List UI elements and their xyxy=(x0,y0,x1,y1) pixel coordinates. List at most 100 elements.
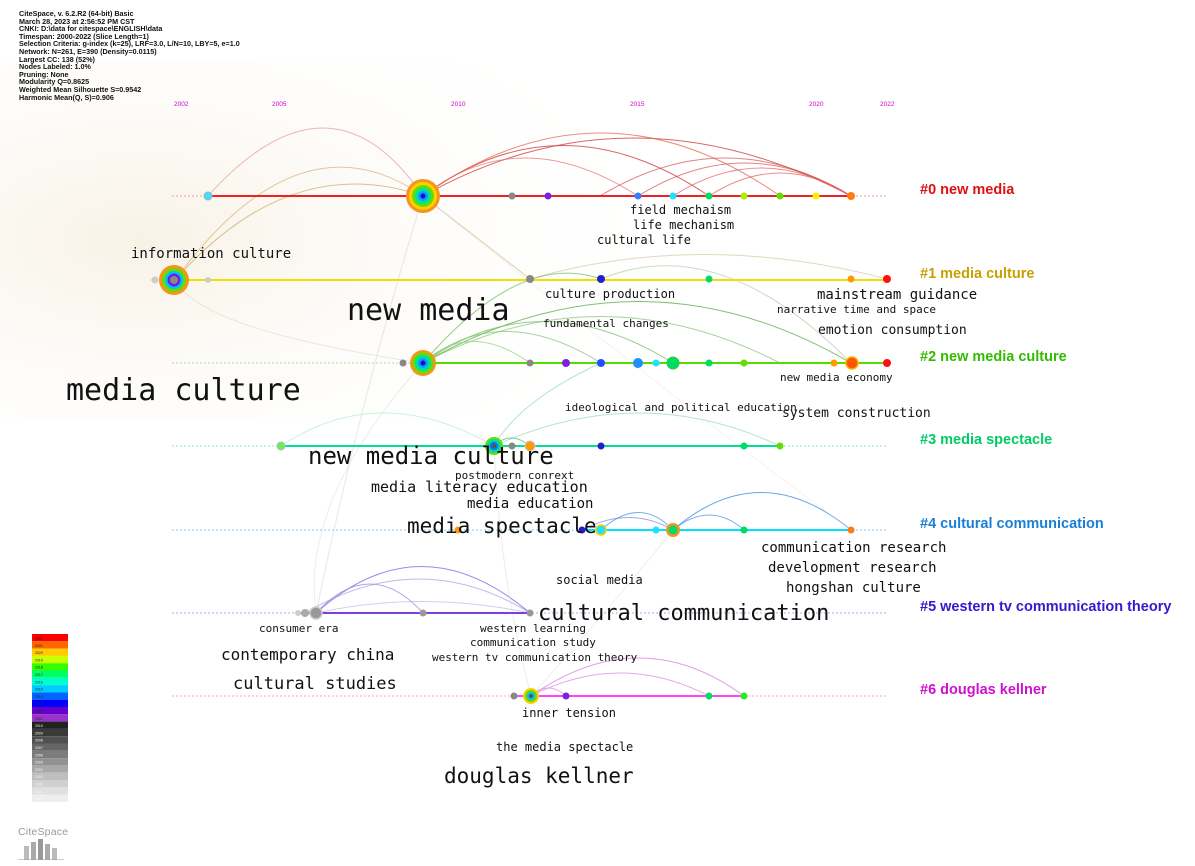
keyword-label: development research xyxy=(768,560,937,576)
info-line: Network: N=261, E=390 (Density=0.0115) xyxy=(19,46,157,56)
logo-icon xyxy=(18,839,64,861)
info-line: Pruning: None xyxy=(19,69,69,79)
node-media-culture xyxy=(159,265,189,295)
legend-swatch xyxy=(32,707,68,715)
node xyxy=(508,442,516,450)
keyword-label: communication research xyxy=(761,540,946,556)
node xyxy=(595,524,607,536)
keyword-labels: field mechaism life mechanism cultural l… xyxy=(66,203,977,788)
info-line: Harmonic Mean(Q, S)=0.906 xyxy=(19,92,114,102)
node xyxy=(740,442,748,450)
legend-swatch xyxy=(32,648,68,656)
keyword-label: new media xyxy=(347,293,510,328)
node xyxy=(526,359,534,367)
keyword-label: hongshan culture xyxy=(786,580,921,596)
node xyxy=(634,192,642,200)
cluster-label: #6 douglas kellner xyxy=(920,682,1047,698)
keyword-label: narrative time and space xyxy=(777,303,936,316)
year-color-legend: 2022202120202019201820172016201520142013… xyxy=(32,634,68,802)
keyword-label: media literacy education xyxy=(371,478,588,496)
legend-year: 2010 xyxy=(35,724,43,728)
node xyxy=(508,192,516,200)
legend-swatch xyxy=(32,714,68,722)
cluster-label: #2 new media culture xyxy=(920,349,1067,365)
legend-year: 2004 xyxy=(35,768,43,772)
keyword-label: social media xyxy=(556,573,643,587)
legend-swatch xyxy=(32,655,68,664)
cluster-label: #0 new media xyxy=(920,182,1015,198)
legend-swatch xyxy=(32,787,68,795)
legend-year: 2014 xyxy=(35,695,43,699)
legend-swatch xyxy=(32,743,68,751)
info-line: Modularity Q=0.8625 xyxy=(19,77,90,87)
legend-swatch xyxy=(32,692,68,700)
year-label: 2022 xyxy=(880,101,895,108)
info-line: March 28, 2023 at 2:56:52 PM CST xyxy=(19,16,135,26)
cluster-label: #1 media culture xyxy=(920,266,1034,282)
node xyxy=(454,526,462,534)
legend-year: 2021 xyxy=(35,644,43,648)
citespace-info: CiteSpace, v. 6.2.R2 (64-bit) Basic Marc… xyxy=(19,10,240,101)
node xyxy=(399,359,407,367)
legend-swatch xyxy=(32,721,68,729)
legend-swatch xyxy=(32,670,68,678)
keyword-label: emotion consumption xyxy=(818,323,967,338)
info-line: CNKI: D:\data for citespace\ENGLISH\data xyxy=(19,24,163,34)
node xyxy=(633,358,643,368)
node xyxy=(562,692,570,700)
legend-year: 2008 xyxy=(35,739,43,743)
node xyxy=(301,609,309,617)
node xyxy=(740,526,748,534)
keyword-label: media culture xyxy=(66,373,301,408)
cluster-labels: #0 new media #1 media culture #2 new med… xyxy=(920,182,1171,698)
keyword-label: media spectacle xyxy=(407,514,597,538)
legend-year: 2009 xyxy=(35,731,43,735)
year-label: 2002 xyxy=(174,101,189,108)
keyword-label: the media spectacle xyxy=(496,740,633,754)
legend-year: 2017 xyxy=(35,673,43,677)
keyword-label: media education xyxy=(467,496,593,512)
keyword-label: western learning xyxy=(480,622,586,635)
keyword-label: ideological and political education xyxy=(565,401,797,414)
year-label: 2005 xyxy=(272,101,287,108)
node xyxy=(597,442,605,450)
node xyxy=(419,609,427,617)
legend-year: 2012 xyxy=(35,710,43,714)
legend-year: 2005 xyxy=(35,761,43,765)
legend-year: 2019 xyxy=(35,658,43,662)
legend-swatch xyxy=(32,641,68,649)
node xyxy=(205,277,211,283)
year-axis: 2002 2005 2010 2015 2020 2022 xyxy=(174,101,895,108)
keyword-label: new media economy xyxy=(780,371,893,384)
legend-year: 2018 xyxy=(35,666,43,670)
legend-swatch xyxy=(32,772,68,780)
node xyxy=(705,275,713,283)
legend-swatch xyxy=(32,736,68,744)
link-arcs xyxy=(174,127,888,697)
legend-swatch xyxy=(32,728,68,737)
node-new-media xyxy=(406,179,440,213)
info-line: CiteSpace, v. 6.2.R2 (64-bit) Basic xyxy=(19,9,134,18)
legend-year: 2002 xyxy=(35,783,43,787)
node-new-media-culture xyxy=(410,350,436,376)
node xyxy=(830,359,838,367)
node xyxy=(597,359,605,367)
keyword-label: cultural communication xyxy=(538,601,829,626)
node xyxy=(526,609,534,617)
logo-text: CiteSpace xyxy=(18,826,69,838)
info-line: Weighted Mean Silhouette S=0.9542 xyxy=(19,84,142,94)
node xyxy=(883,359,891,367)
keyword-label: mainstream guidance xyxy=(817,287,977,303)
node xyxy=(203,191,213,201)
legend-swatch xyxy=(32,663,68,671)
keyword-label: new media culture xyxy=(308,442,554,470)
legend-swatch xyxy=(32,794,68,802)
legend-year: 2007 xyxy=(35,746,43,750)
keyword-label: contemporary china xyxy=(221,645,394,664)
cluster-label: #3 media spectacle xyxy=(920,432,1052,448)
legend-year: 2022 xyxy=(35,637,43,641)
keyword-label: douglas kellner xyxy=(444,764,634,788)
node xyxy=(544,192,552,200)
legend-year: 2006 xyxy=(35,753,43,757)
